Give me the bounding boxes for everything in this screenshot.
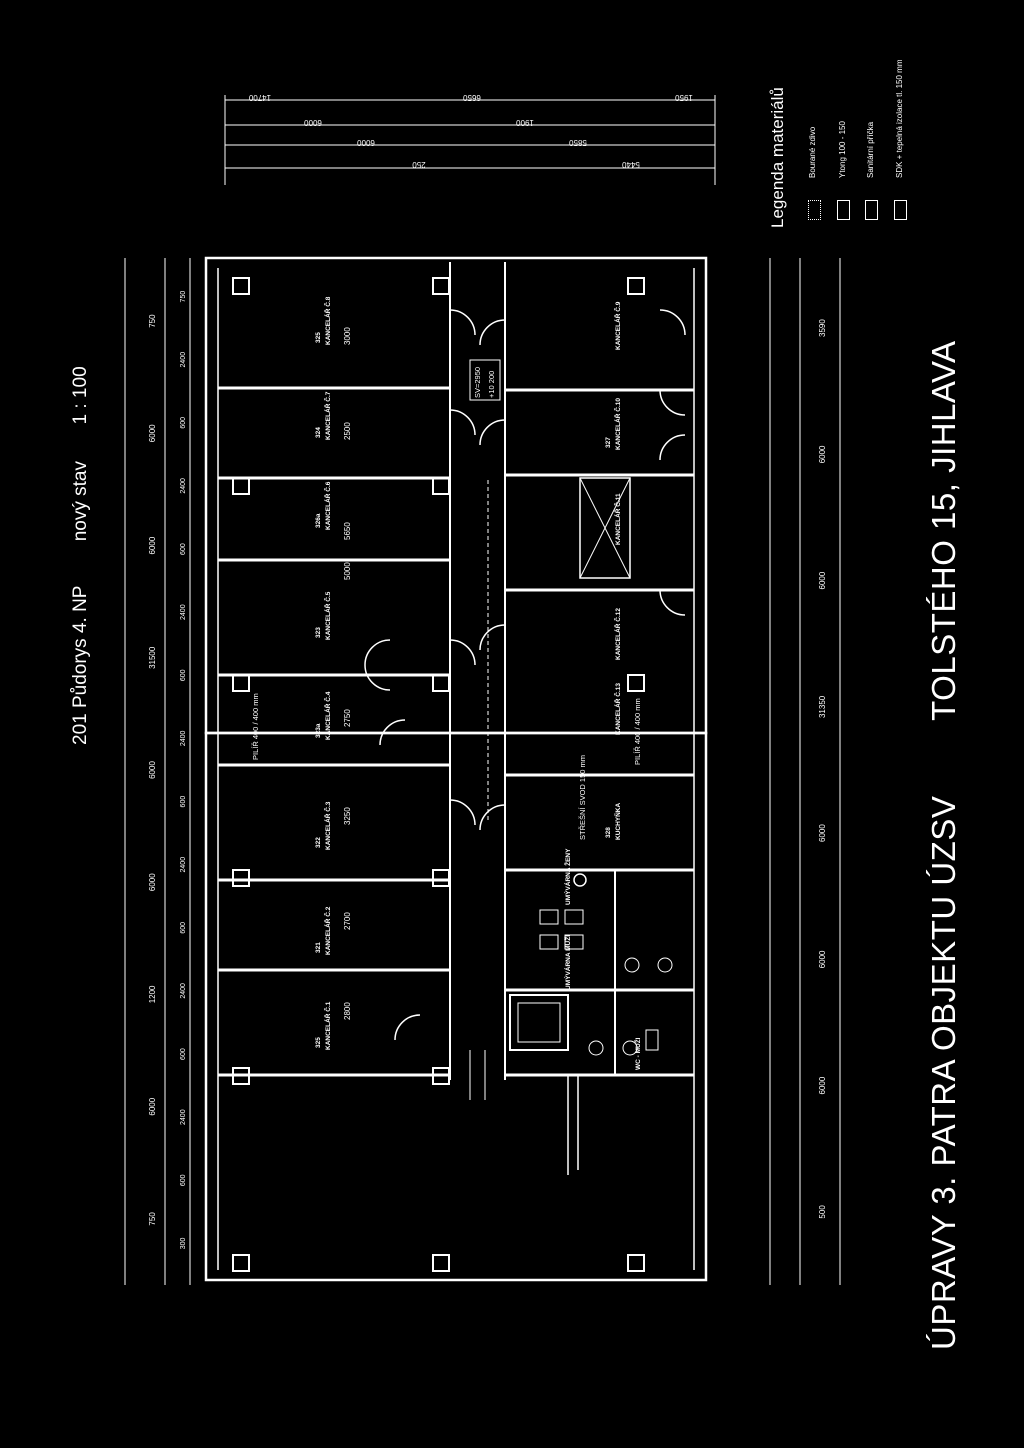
legend-swatch-ytong — [837, 200, 850, 220]
dimension-label-top: 6000 — [148, 1097, 157, 1115]
room-code-7: 324 — [315, 427, 322, 438]
room-code-6: 326a — [315, 513, 322, 528]
dimension-label-top-inner: 2400 — [180, 983, 187, 999]
room-dim-2: 2700 — [343, 912, 352, 930]
dimension-label-top: 6000 — [148, 873, 157, 891]
room-label-kancelar-5: KANCELÁŘ Č.5 — [323, 591, 332, 640]
dims-top-group: 750 6000 1200 6000 6000 31500 6000 6000 750 — [148, 314, 157, 1226]
legend-swatch-sanitary — [865, 200, 878, 220]
dimension-label-right: 1900 — [516, 118, 534, 127]
room-label-kancelar-8: KANCELÁŘ Č.8 — [323, 296, 332, 345]
dimension-label-right: 6000 — [357, 138, 375, 147]
dimension-label-bottom: 6000 — [818, 950, 827, 968]
dimension-label-top-inner: 600 — [180, 417, 187, 429]
dimension-label-top: 6000 — [148, 424, 157, 442]
dimension-label-right: 14700 — [248, 93, 271, 102]
dims-top-inner-group: 300 600 2400 600 2400 600 2400 600 2400 600 2400 60… — [180, 291, 187, 1250]
room-dim-6: 5650 — [343, 522, 352, 540]
dimension-label-top: 6000 — [148, 536, 157, 554]
room-dim-1: 2800 — [343, 1002, 352, 1020]
room-label-kancelar-10: KANCELÁŘ Č.10 — [613, 398, 622, 450]
room-label-kancelar-12: KANCELÁŘ Č.12 — [613, 608, 622, 660]
dimension-label-top-inner: 600 — [180, 922, 187, 934]
dimension-label-bottom: 6000 — [818, 445, 827, 463]
dimension-label-top-inner: 2400 — [180, 857, 187, 873]
dimension-label-top: 750 — [148, 1212, 157, 1226]
dims-bottom-group: 500 6000 6000 6000 31350 6000 6000 3590 — [818, 319, 827, 1219]
dimension-label-bottom: 6000 — [818, 824, 827, 842]
dimension-label-right: 5850 — [569, 138, 587, 147]
room-label-kancelar-6: KANCELÁŘ Č.6 — [323, 481, 332, 530]
room-label-kuchynka: KUCHYŇKA — [613, 803, 622, 841]
room-label-kancelar-7: KANCELÁŘ Č.7 — [323, 391, 332, 440]
room-label-kancelar-1: KANCELÁŘ Č.1 — [323, 1001, 332, 1050]
legend-swatch-demolished — [808, 200, 821, 220]
room-dim-7: 2500 — [343, 422, 352, 440]
outer-wall-lower — [204, 731, 708, 1282]
room-dim-4: 2750 — [343, 709, 352, 727]
dimension-label-top-inner: 2400 — [180, 1109, 187, 1125]
dimension-label-bottom: 31350 — [818, 695, 827, 718]
room-label-kancelar-2: KANCELÁŘ Č.2 — [323, 906, 332, 955]
room-dim-8: 3000 — [343, 327, 352, 345]
outer-wall-upper — [204, 256, 708, 735]
room-code-kuchynka: 328 — [605, 827, 612, 838]
level-note: +10 200 — [487, 371, 496, 398]
room-label-kancelar-3: KANCELÁŘ Č.3 — [323, 801, 332, 850]
dimension-label-top-inner: 300 — [180, 1237, 187, 1249]
room-dim-5: 5000 — [343, 562, 352, 580]
dimension-label-right: 6650 — [463, 93, 481, 102]
dimension-label-top: 750 — [148, 314, 157, 328]
dimension-label-right: 6000 — [304, 118, 322, 127]
pillar-note-left: PILÍŘ 400 / 400 mm — [251, 693, 260, 760]
dimension-label-right: 1950 — [675, 93, 693, 102]
dimension-label-top: 1200 — [148, 985, 157, 1003]
legend-swatch-sdk — [894, 200, 907, 220]
dimension-label-bottom: 3590 — [818, 319, 827, 337]
dimension-label-top-inner: 600 — [180, 669, 187, 681]
dimension-label-bottom: 6000 — [818, 571, 827, 589]
room-label-umyvarna-zeny: UMÝVÁRNA ŽENY — [563, 848, 572, 905]
dimension-label-bottom: 6000 — [818, 1076, 827, 1094]
room-dim-3: 3250 — [343, 807, 352, 825]
dimension-label-right: 250 — [412, 160, 426, 169]
dimension-label-top-inner: 2400 — [180, 478, 187, 494]
sv-level-note: SV=2950 — [473, 367, 482, 398]
room-label-umyvarna-muzi: UMÝVÁRNA MUŽI — [563, 935, 572, 990]
dimension-label-bottom: 500 — [818, 1205, 827, 1219]
dimension-label-top: 31500 — [148, 646, 157, 669]
dimension-label-top-inner: 600 — [180, 543, 187, 555]
room-label-kancelar-13: KANCELÁŘ Č.13 — [613, 683, 622, 735]
room-label-kancelar-4: KANCELÁŘ Č.4 — [323, 691, 332, 740]
room-label-kancelar-9: KANCELÁŘ Č.9 — [613, 301, 622, 350]
pillar-note-right: PILÍŘ 400 / 400 mm — [633, 698, 642, 765]
dimension-label-top-inner: 600 — [180, 796, 187, 808]
dimension-label-top-inner: 600 — [180, 1174, 187, 1186]
room-code-5: 323 — [315, 627, 322, 638]
room-label-wc-muzi: WC - MUŽI — [633, 1037, 642, 1070]
dimension-label-top-inner: 600 — [180, 1048, 187, 1060]
room-code-2: 321 — [315, 942, 322, 953]
room-code-4: 323a — [315, 723, 322, 738]
dims-right-group: 14700 6000 6000 250 6650 1900 5850 5440 1950 — [248, 93, 693, 169]
room-code-8: 325 — [315, 332, 322, 343]
dimension-label-top-inner: 750 — [180, 291, 187, 303]
room-label-kancelar-11: KANCELÁŘ Č.11 — [613, 493, 622, 545]
room-code-10: 327 — [605, 437, 612, 448]
dimension-label-top-inner: 2400 — [180, 604, 187, 620]
dimension-label-right: 5440 — [622, 160, 640, 169]
dimension-label-top: 6000 — [148, 761, 157, 779]
roof-drain-note: STŘEŠNÍ SVOD 150 mm — [578, 755, 587, 840]
room-code-1: 325 — [315, 1037, 322, 1048]
dimension-label-top-inner: 2400 — [180, 731, 187, 747]
room-code-3: 322 — [315, 837, 322, 848]
dimension-label-top-inner: 2400 — [180, 352, 187, 368]
